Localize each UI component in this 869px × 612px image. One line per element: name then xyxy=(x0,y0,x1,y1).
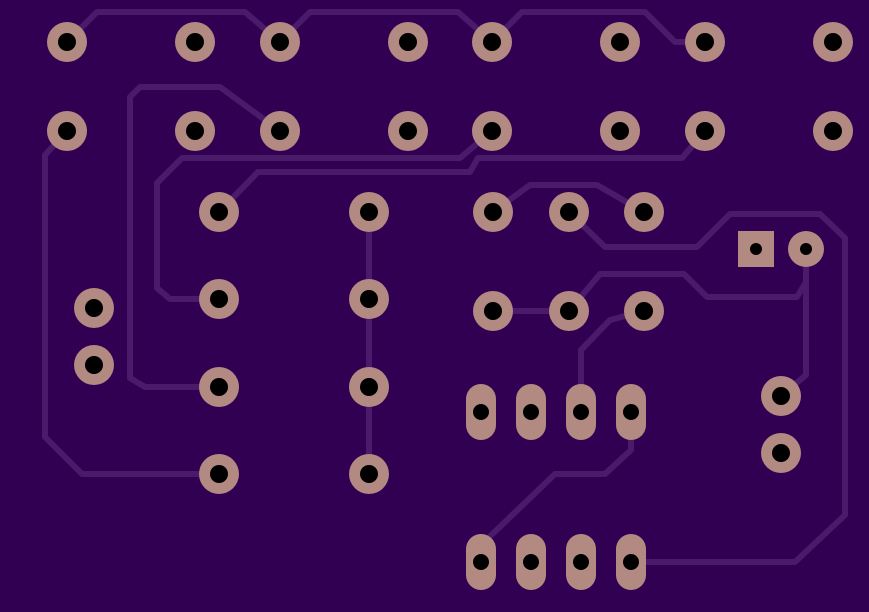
pad xyxy=(199,279,239,319)
pad xyxy=(74,288,114,328)
pad xyxy=(47,22,87,62)
pad xyxy=(199,367,239,407)
oval-pad xyxy=(466,384,496,440)
pad xyxy=(813,22,853,62)
pad xyxy=(260,111,300,151)
trace xyxy=(490,182,647,215)
pad xyxy=(685,111,725,151)
oval-pad xyxy=(616,534,646,590)
oval-pad xyxy=(516,534,546,590)
pad xyxy=(472,22,512,62)
pad xyxy=(260,22,300,62)
pad xyxy=(600,111,640,151)
pad xyxy=(788,231,824,267)
pad xyxy=(761,376,801,416)
oval-pad xyxy=(616,384,646,440)
pad xyxy=(199,454,239,494)
pad xyxy=(175,22,215,62)
pad xyxy=(349,454,389,494)
oval-pad xyxy=(566,534,596,590)
pad xyxy=(74,345,114,385)
trace xyxy=(216,128,708,215)
oval-pad xyxy=(516,384,546,440)
oval-pad xyxy=(566,384,596,440)
pad xyxy=(624,192,664,232)
pad xyxy=(349,367,389,407)
pad xyxy=(685,22,725,62)
trace xyxy=(277,9,495,45)
pad xyxy=(624,291,664,331)
pad xyxy=(175,111,215,151)
trace xyxy=(127,84,283,390)
pad xyxy=(388,111,428,151)
trace xyxy=(566,209,848,565)
pad xyxy=(47,111,87,151)
trace xyxy=(42,128,222,477)
pad xyxy=(761,433,801,473)
pad-layer xyxy=(47,22,853,590)
pad xyxy=(549,192,589,232)
pad xyxy=(600,22,640,62)
pad xyxy=(472,111,512,151)
pad xyxy=(549,291,589,331)
pad xyxy=(349,192,389,232)
pad xyxy=(388,22,428,62)
oval-pad xyxy=(466,534,496,590)
trace xyxy=(154,128,495,302)
pad xyxy=(473,291,513,331)
pad xyxy=(813,111,853,151)
trace xyxy=(64,9,283,45)
square-pad xyxy=(738,231,774,267)
pad xyxy=(199,192,239,232)
pad xyxy=(349,279,389,319)
pad xyxy=(473,192,513,232)
